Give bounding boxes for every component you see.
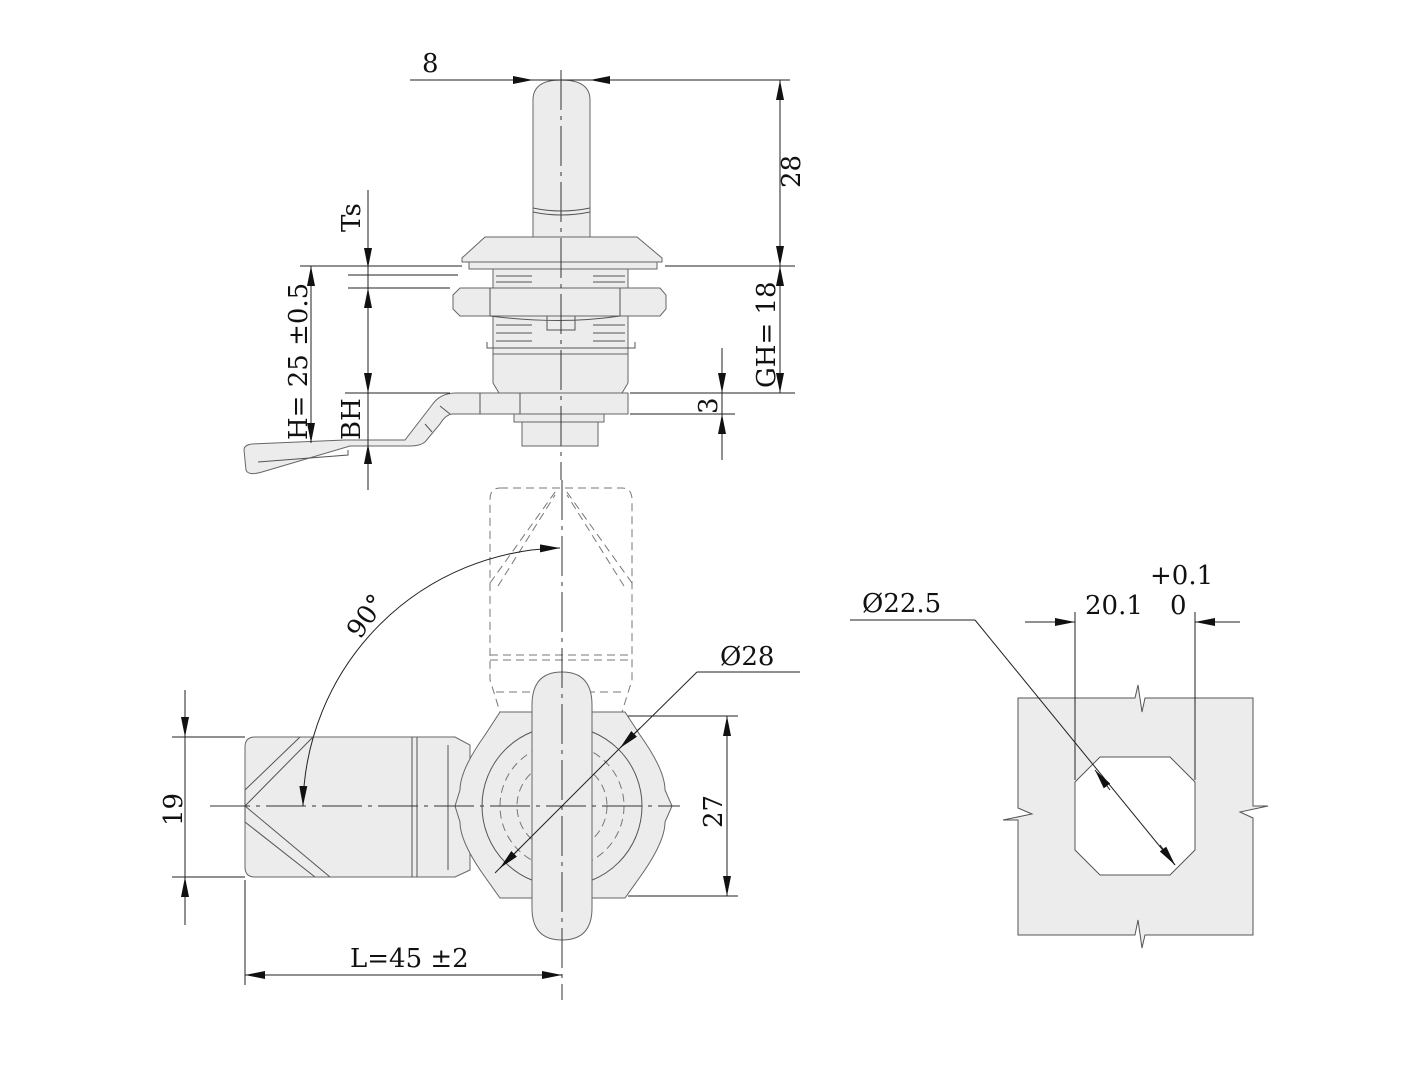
washer (468, 261, 658, 270)
dim-h: H= 25 ±0.5 (284, 265, 462, 443)
dim-cutout-width-label: 20.1 (1085, 591, 1143, 621)
dim-cam-thickness-label: 3 (694, 397, 724, 414)
dim-cam-thickness: 3 (630, 348, 735, 460)
dim-cutout-tol-lower: 0 (1170, 591, 1187, 621)
dim-gh: GH= 18 (630, 266, 795, 394)
dim-h-label: H= 25 ±0.5 (284, 283, 314, 440)
front-view: 90° Ø28 19 27 L=45 ±2 (159, 480, 800, 1000)
bottom-screw (521, 421, 599, 447)
side-view: 8 28 GH= 18 Ts BH H= 25 ±0.5 (243, 49, 807, 490)
bottom-nut (513, 413, 605, 423)
flange (461, 236, 663, 263)
dim-shaft-length: 28 (665, 80, 807, 267)
dim-gh-label: GH= 18 (752, 281, 782, 388)
dim-length: L=45 ±2 (244, 880, 562, 985)
dim-shaft-length-label: 28 (777, 155, 807, 188)
panel-cutout-view: Ø22.5 20.1 0 +0.1 (850, 561, 1269, 949)
dim-diameter-28-label: Ø28 (720, 642, 774, 672)
dim-diameter-28: Ø28 (494, 642, 800, 874)
cam-arm (243, 392, 629, 475)
dim-cam-width: 19 (159, 690, 245, 925)
dim-shaft-width: 8 (410, 49, 790, 84)
dim-bh-label: BH (337, 398, 367, 440)
dim-cutout-diameter-label: Ø22.5 (862, 589, 941, 619)
dim-body-height: 27 (628, 715, 738, 897)
dim-body-height-label: 27 (699, 795, 729, 828)
hex-nut (452, 287, 667, 317)
dim-rotation-label: 90° (341, 589, 392, 644)
dim-shaft-width-label: 8 (422, 49, 439, 79)
dim-ts-label: Ts (337, 203, 367, 232)
dim-cam-width-label: 19 (159, 793, 189, 826)
dim-ts: Ts BH (337, 190, 458, 490)
dim-cutout-width: 20.1 0 +0.1 (1025, 561, 1240, 780)
dim-length-label: L=45 ±2 (350, 944, 469, 974)
dim-cutout-tol-upper: +0.1 (1150, 561, 1213, 591)
